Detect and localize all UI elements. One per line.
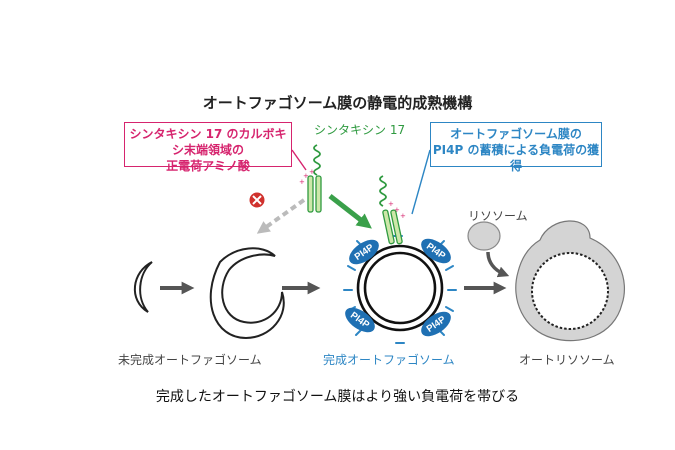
pi4p-badge-bottom-left: PI4P — [345, 307, 375, 333]
caption-complete: 完成オートファゴソーム — [323, 353, 455, 367]
caption-autolysosome: オートリソソーム — [519, 353, 615, 367]
svg-text:+: + — [309, 168, 315, 176]
positive-charge-box: シンタキシン 17 のカルボキシ末端領域の 正電荷アミノ酸 — [124, 122, 292, 173]
negative-charge-box: オートファゴソーム膜の PI4P の蓄積による負電荷の獲得 — [430, 122, 602, 173]
arrow-blocked-binding — [256, 198, 306, 234]
negative-charge-line1: オートファゴソーム膜の — [450, 127, 582, 141]
phagophore-small — [133, 261, 153, 313]
positive-charge-line2: 正電荷アミノ酸 — [166, 159, 250, 173]
prohibited-icon — [249, 192, 265, 208]
pink-box-pointer — [291, 149, 307, 171]
conclusion-text: 完成したオートファゴソーム膜はより強い負電荷を帯びる — [155, 389, 520, 405]
svg-text:+: + — [388, 200, 394, 208]
syntaxin17-free: + + + — [299, 144, 322, 213]
pi4p-badge-top-left: PI4P — [349, 239, 379, 265]
diagram-title: オートファゴソーム膜の静電的成熟機構 — [202, 94, 473, 112]
svg-text:+: + — [400, 212, 406, 220]
arrow-lysosome-fusion — [486, 251, 510, 278]
lysosome-label: リソソーム — [468, 209, 528, 223]
phagophore-large — [209, 247, 285, 340]
negative-charge-line2: PI4P の蓄積による負電荷の獲得 — [432, 143, 600, 173]
blue-box-pointer — [411, 149, 431, 215]
arrow-syntaxin-binding — [328, 194, 372, 229]
svg-text:+: + — [303, 172, 309, 180]
caption-immature: 未完成オートファゴソーム — [118, 353, 262, 367]
lysosome-small — [467, 221, 501, 251]
svg-text:+: + — [299, 178, 305, 186]
syntaxin17-bound: + + + — [379, 175, 406, 245]
pi4p-badge-top-right: PI4P — [421, 238, 451, 264]
svg-text:+: + — [394, 206, 400, 214]
pi4p-badge-bottom-right: PI4P — [421, 311, 451, 337]
positive-charge-line1: シンタキシン 17 のカルボキシ末端領域の — [129, 127, 287, 157]
autolysosome-inner — [531, 252, 609, 330]
autophagosome-inner-membrane — [363, 251, 437, 325]
syntaxin-label: シンタキシン 17 — [314, 123, 406, 137]
